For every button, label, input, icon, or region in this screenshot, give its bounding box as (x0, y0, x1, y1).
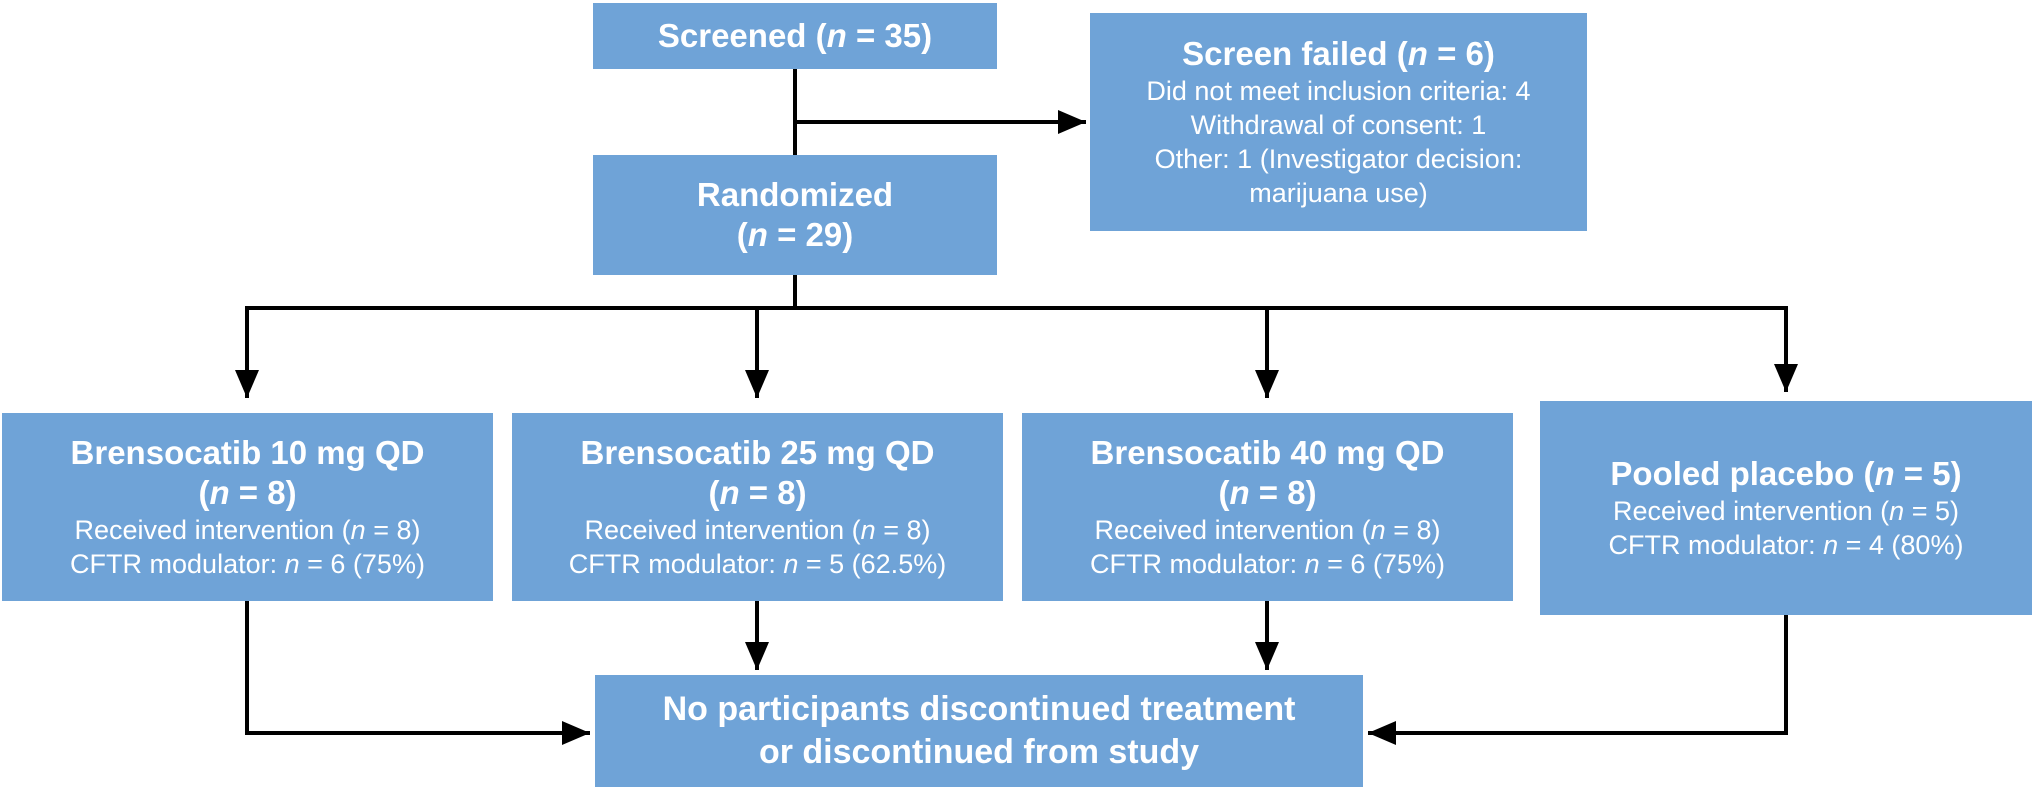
arm-cftr-line: CFTR modulator: n = 6 (75%) (1090, 549, 1445, 579)
arm-count: (n = 8) (198, 474, 297, 511)
screen-failed-title: Screen failed (n = 6) (1182, 35, 1495, 72)
screen-failed-reason: Withdrawal of consent: 1 (1190, 110, 1487, 140)
arm-box-pooled-placebo: Pooled placebo (n = 5) Received interven… (1540, 401, 2032, 615)
arrow-arm1-to-outcome (245, 601, 590, 745)
arm-received-line: Received intervention (n = 8) (74, 515, 421, 545)
arm-count: (n = 8) (1218, 474, 1317, 511)
arm-box-brensocatib-10: Brensocatib 10 mg QD (n = 8) Received in… (2, 413, 493, 601)
outcome-box: No participants discontinued treatment o… (595, 675, 1363, 787)
arm-box-brensocatib-25: Brensocatib 25 mg QD (n = 8) Received in… (512, 413, 1003, 601)
screen-failed-box: Screen failed (n = 6) Did not meet inclu… (1090, 13, 1587, 231)
arm-received-line: Received intervention (n = 8) (584, 515, 931, 545)
screen-failed-reason: marijuana use) (1249, 178, 1428, 208)
arm-title: Brensocatib 25 mg QD (580, 434, 935, 471)
arm-title: Brensocatib 40 mg QD (1090, 434, 1445, 471)
outcome-text: or discontinued from study (758, 733, 1200, 771)
arm-count: (n = 8) (708, 474, 807, 511)
arm-received-line: Received intervention (n = 5) (1613, 496, 1959, 526)
arm-received-line: Received intervention (n = 8) (1094, 515, 1441, 545)
arrow-placebo-to-outcome (1368, 615, 1788, 745)
screened-box: Screened (n = 35) (593, 3, 997, 69)
arm-title: Brensocatib 10 mg QD (70, 434, 425, 471)
randomized-box: Randomized (n = 29) (593, 155, 997, 275)
arm-cftr-line: CFTR modulator: n = 5 (62.5%) (568, 549, 947, 579)
arm-cftr-line: CFTR modulator: n = 6 (75%) (70, 549, 425, 579)
randomized-count: (n = 29) (736, 216, 854, 253)
outcome-text: No participants discontinued treatment (662, 690, 1296, 728)
screened-title: Screened (n = 35) (657, 17, 933, 54)
arm-box-brensocatib-40: Brensocatib 40 mg QD (n = 8) Received in… (1022, 413, 1513, 601)
screen-failed-reason: Did not meet inclusion criteria: 4 (1146, 76, 1531, 106)
arm-cftr-line: CFTR modulator: n = 4 (80%) (1608, 530, 1964, 560)
arm-title: Pooled placebo (n = 5) (1610, 455, 1962, 492)
randomized-title: Randomized (696, 176, 894, 213)
screen-failed-reason: Other: 1 (Investigator decision: (1154, 144, 1523, 174)
